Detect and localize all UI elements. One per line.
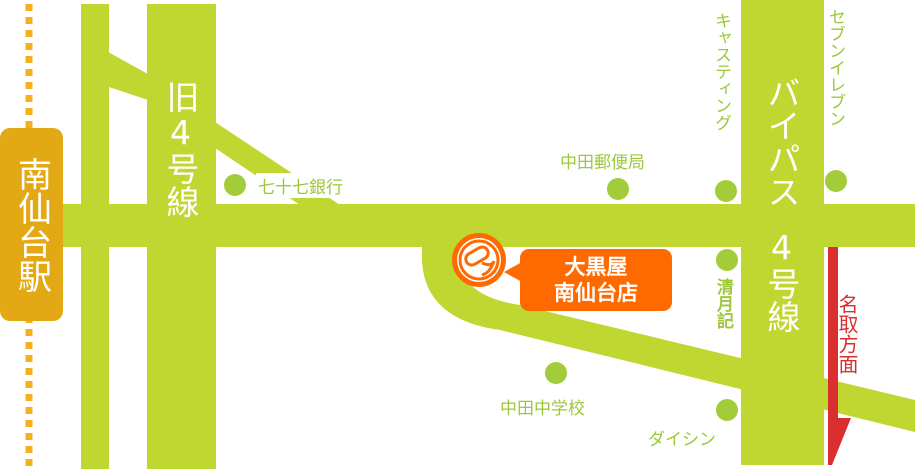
rolled-cloth-icon <box>457 238 501 282</box>
direction-label: 名取方面 <box>835 294 859 374</box>
poi-dot-seven-eleven[interactable] <box>825 170 847 192</box>
poi-dot-daishin[interactable] <box>716 399 738 421</box>
store-marker[interactable] <box>452 233 506 287</box>
station-badge[interactable]: 南仙台駅 <box>0 128 63 321</box>
poi-label-post-office: 中田郵便局 <box>560 153 645 173</box>
poi-dot-school[interactable] <box>545 362 567 384</box>
poi-label-seven-eleven: セブンイレブン <box>825 8 845 127</box>
bypass-label: バイパス <box>762 76 801 208</box>
store-name-line1: 大黒屋 <box>564 255 628 279</box>
poi-label-school: 中田中学校 <box>500 399 585 419</box>
poi-label-bank: 七十七銀行 <box>256 173 345 198</box>
store-callout[interactable]: 大黒屋 南仙台店 <box>520 249 672 311</box>
poi-label-seigetsuki: 清月記 <box>713 278 733 329</box>
store-name-line2: 南仙台店 <box>554 281 638 305</box>
station-label: 南仙台駅 <box>11 156 52 293</box>
store-callout-pointer <box>504 262 522 282</box>
poi-label-daishin: ダイシン <box>648 430 716 450</box>
poi-dot-casting[interactable] <box>715 180 737 202</box>
direction-arrow <box>828 247 851 465</box>
curved-road <box>422 246 915 432</box>
route4-label: 4号線 <box>762 228 801 333</box>
poi-dot-post-office[interactable] <box>607 178 629 200</box>
old-route4-label: 旧4号線 <box>161 80 200 218</box>
poi-dot-seigetsuki[interactable] <box>716 249 738 271</box>
poi-label-casting: キャスティング <box>711 12 731 131</box>
poi-dot-bank[interactable] <box>224 174 246 196</box>
